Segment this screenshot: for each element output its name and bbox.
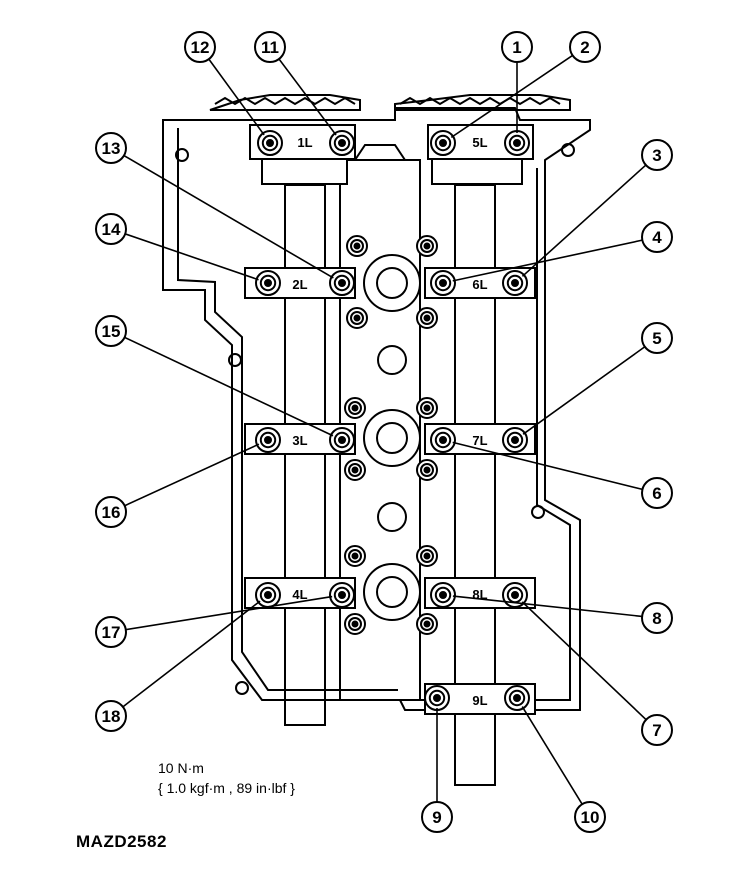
spark-boss-bolt-2 [416,235,438,257]
cap-bolt-12 [257,130,283,156]
leader-line-12 [208,58,265,136]
callout-4: 4 [641,221,673,253]
callout-number: 13 [102,139,121,158]
spark-boss-bolt-4 [416,307,438,329]
leader-line-14 [124,233,259,281]
callout-3: 3 [641,139,673,171]
cap-bolt-4 [430,270,456,296]
callout-17: 17 [95,616,127,648]
callout-number: 9 [432,808,441,827]
torque-value: 10 N·m [158,760,204,776]
callout-number: 4 [652,228,662,247]
torque-conversion: { 1.0 kgf·m , 89 in·lbf } [158,780,295,796]
callout-18: 18 [95,700,127,732]
cap-label-4L: 4L [292,587,307,602]
leader-line-17 [125,595,333,631]
cap-label-7L: 7L [472,433,487,448]
spark-boss-bolt-7 [344,459,366,481]
callout-12: 12 [184,31,216,63]
cylinder-head-outline [162,107,591,711]
spark-boss-bolt-9 [344,545,366,567]
callout-9: 9 [421,801,453,833]
cap-label-5L: 5L [472,135,487,150]
leader-line-2 [450,54,574,139]
leader-line-3 [521,164,647,277]
leader-line-5 [522,346,646,435]
cap-bolt-9 [424,685,450,711]
callout-10: 10 [574,801,606,833]
spark-boss-bolt-3 [346,307,368,329]
callout-number: 15 [102,322,121,341]
callout-number: 8 [652,609,661,628]
callout-number: 7 [652,721,661,740]
leader-line-18 [122,600,261,708]
callout-15: 15 [95,315,127,347]
callout-number: 14 [102,220,121,239]
cap-bolt-8 [430,582,456,608]
leader-line-4 [452,239,643,282]
torque-spec: 10 N·m { 1.0 kgf·m , 89 in·lbf } [158,758,295,798]
callout-1: 1 [501,31,533,63]
callout-number: 1 [512,38,521,57]
callout-number: 11 [261,38,279,57]
spark-boss-bolt-8 [416,459,438,481]
cap-bolt-7 [502,582,528,608]
cap-bolt-17 [329,582,355,608]
cap-label-1L: 1L [297,135,312,150]
cap-bolt-15 [329,427,355,453]
callout-7: 7 [641,714,673,746]
cap-bolt-3 [502,270,528,296]
leader-line-8 [452,595,643,618]
leader-line-13 [123,154,334,279]
callout-2: 2 [569,31,601,63]
cap-bolt-1 [504,130,530,156]
spark-boss-bolt-6 [416,397,438,419]
callout-number: 17 [102,623,121,642]
leader-line-15 [124,336,334,437]
leader-line-16 [124,443,260,507]
sprocket-left [209,94,361,111]
cap-bolt-5 [502,427,528,453]
cap-bolt-2 [430,130,456,156]
callout-number: 10 [581,808,600,827]
callout-number: 2 [580,38,589,57]
callout-13: 13 [95,132,127,164]
spark-boss-bolt-5 [344,397,366,419]
callout-8: 8 [641,602,673,634]
spark-boss-bolt-12 [416,613,438,635]
figure-code: MAZD2582 [76,832,167,851]
leader-line-11 [278,58,337,136]
cap-bolt-18 [255,582,281,608]
callout-number: 16 [102,503,121,522]
leader-line-6 [452,441,643,491]
leader-line-10 [521,706,583,805]
callout-16: 16 [95,496,127,528]
cap-label-2L: 2L [292,277,307,292]
cap-bolt-10 [504,685,530,711]
cap-bolt-13 [329,270,355,296]
callout-number: 5 [652,329,661,348]
cap-bolt-14 [255,270,281,296]
callout-14: 14 [95,213,127,245]
spark-boss-bolt-1 [346,235,368,257]
sprocket-right [394,94,571,111]
callout-number: 6 [652,484,661,503]
callout-5: 5 [641,322,673,354]
cap-bolt-6 [430,427,456,453]
leader-line-7 [521,601,647,721]
spark-boss-bolt-10 [416,545,438,567]
callout-number: 12 [191,38,210,57]
callout-number: 18 [102,707,121,726]
cap-label-9L: 9L [472,693,487,708]
spark-boss-bolt-11 [344,613,366,635]
cap-bolt-16 [255,427,281,453]
callout-11: 11 [254,31,286,63]
callout-6: 6 [641,477,673,509]
cap-label-6L: 6L [472,277,487,292]
callout-number: 3 [652,146,661,165]
cap-bolt-11 [329,130,355,156]
cap-label-3L: 3L [292,433,307,448]
